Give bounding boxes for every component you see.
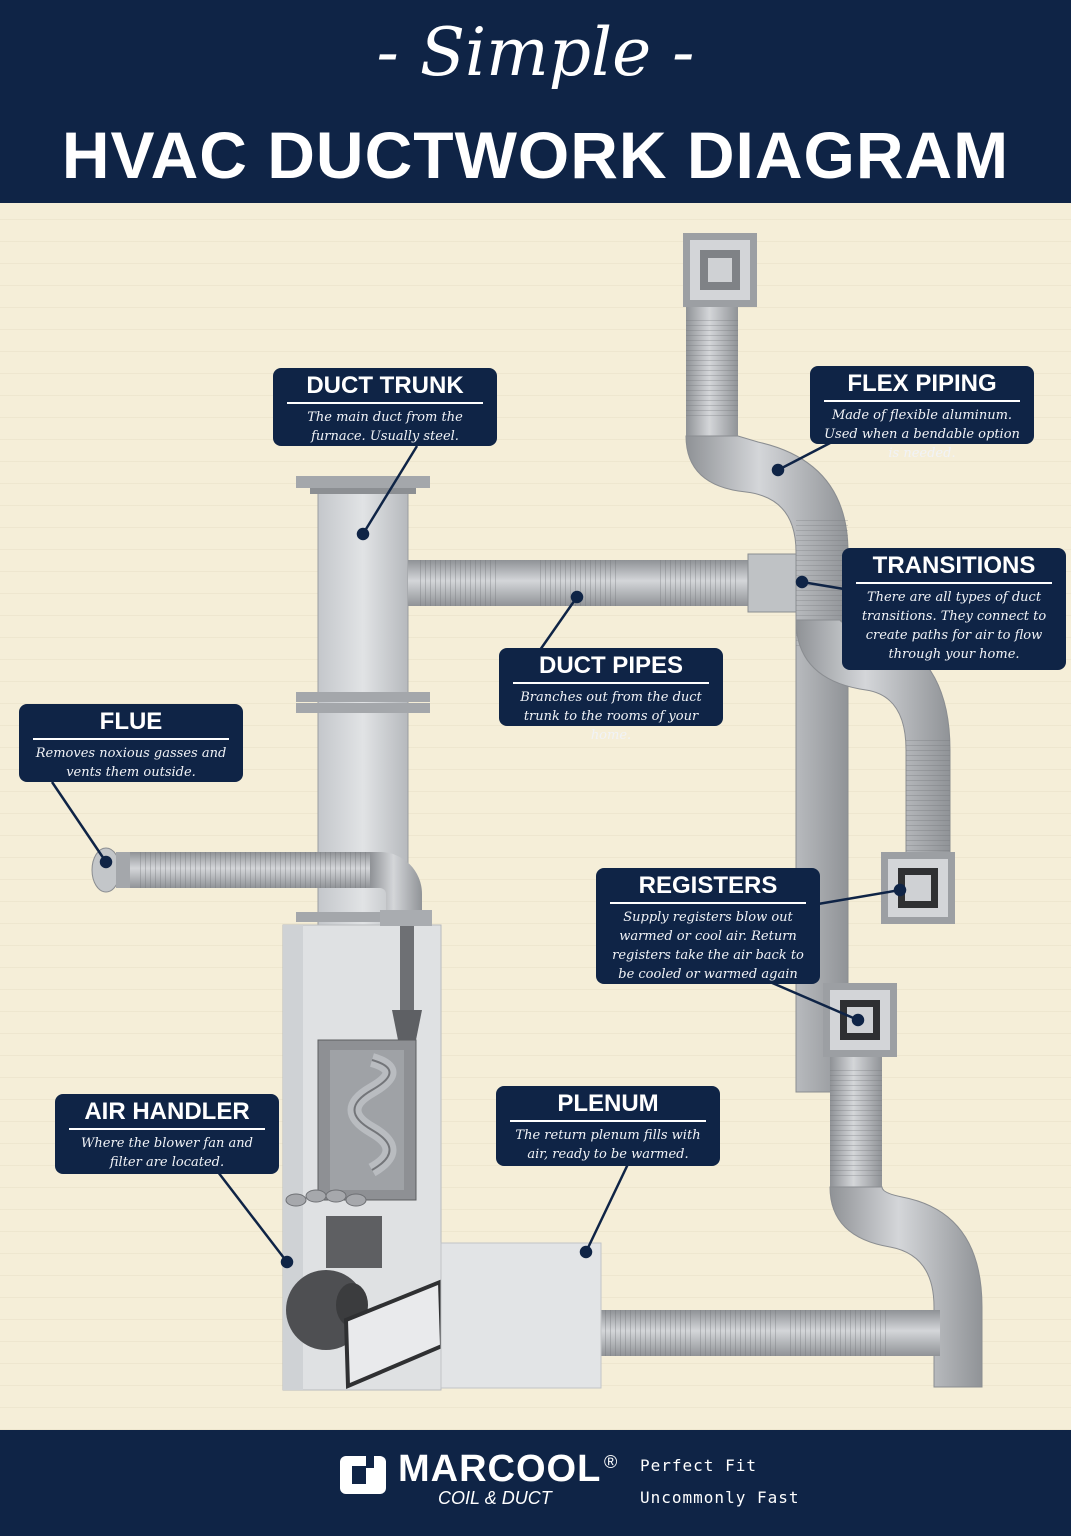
- label-registers-title: REGISTERS: [610, 868, 806, 904]
- label-registers-desc: Supply registers blow out warmed or cool…: [612, 910, 804, 982]
- label-registers: REGISTERS Supply registers blow out warm…: [596, 868, 820, 984]
- label-plenum-title: PLENUM: [510, 1086, 706, 1122]
- label-flex-piping-title: FLEX PIPING: [824, 366, 1020, 402]
- label-duct-trunk-desc: The main duct from the furnace. Usually …: [307, 410, 463, 444]
- brand-name: MARCOOL: [398, 1448, 602, 1490]
- air-handler-cabinet: [282, 924, 445, 1391]
- label-duct-pipes-desc: Branches out from the duct trunk to the …: [520, 690, 702, 743]
- header-banner: [0, 0, 1071, 203]
- label-transitions: TRANSITIONS There are all types of duct …: [842, 548, 1066, 670]
- tagline-1: Perfect Fit: [640, 1456, 757, 1475]
- register-top: [683, 233, 757, 307]
- label-flue: FLUE Removes noxious gasses and vents th…: [19, 704, 243, 782]
- label-plenum-desc: The return plenum fills with air, ready …: [515, 1128, 701, 1162]
- registered-mark: ®: [604, 1452, 618, 1472]
- label-air-handler: AIR HANDLER Where the blower fan and fil…: [55, 1094, 279, 1174]
- label-flex-piping-desc: Made of flexible aluminum. Used when a b…: [824, 408, 1020, 461]
- brand-subtitle: COIL & DUCT: [438, 1488, 552, 1508]
- label-air-handler-title: AIR HANDLER: [69, 1094, 265, 1130]
- label-flex-piping: FLEX PIPING Made of flexible aluminum. U…: [810, 366, 1034, 461]
- return-duct: [600, 1057, 983, 1388]
- label-duct-pipes-title: DUCT PIPES: [513, 648, 709, 684]
- register-middle: [881, 852, 955, 924]
- plenum-box: [440, 1242, 602, 1389]
- label-duct-trunk-title: DUCT TRUNK: [287, 368, 483, 404]
- label-duct-pipes: DUCT PIPES Branches out from the duct tr…: [499, 648, 723, 743]
- flue-pipe: [91, 847, 432, 926]
- label-transitions-desc: There are all types of duct transitions.…: [861, 590, 1047, 662]
- footer-banner: [0, 1430, 1071, 1536]
- page-title: HVAC DUCTWORK DIAGRAM: [61, 118, 1010, 192]
- duct-pipe-upper: [408, 553, 803, 613]
- label-duct-trunk: DUCT TRUNK The main duct from the furnac…: [273, 368, 497, 446]
- label-flue-desc: Removes noxious gasses and vents them ou…: [35, 746, 227, 780]
- label-plenum: PLENUM The return plenum fills with air,…: [496, 1086, 720, 1166]
- tagline-2: Uncommonly Fast: [640, 1488, 800, 1507]
- label-air-handler-desc: Where the blower fan and filter are loca…: [81, 1136, 253, 1170]
- label-transitions-title: TRANSITIONS: [856, 548, 1052, 584]
- subtitle: - Simple -: [376, 14, 695, 91]
- label-flue-title: FLUE: [33, 704, 229, 740]
- marcool-logo-icon: [340, 1456, 386, 1494]
